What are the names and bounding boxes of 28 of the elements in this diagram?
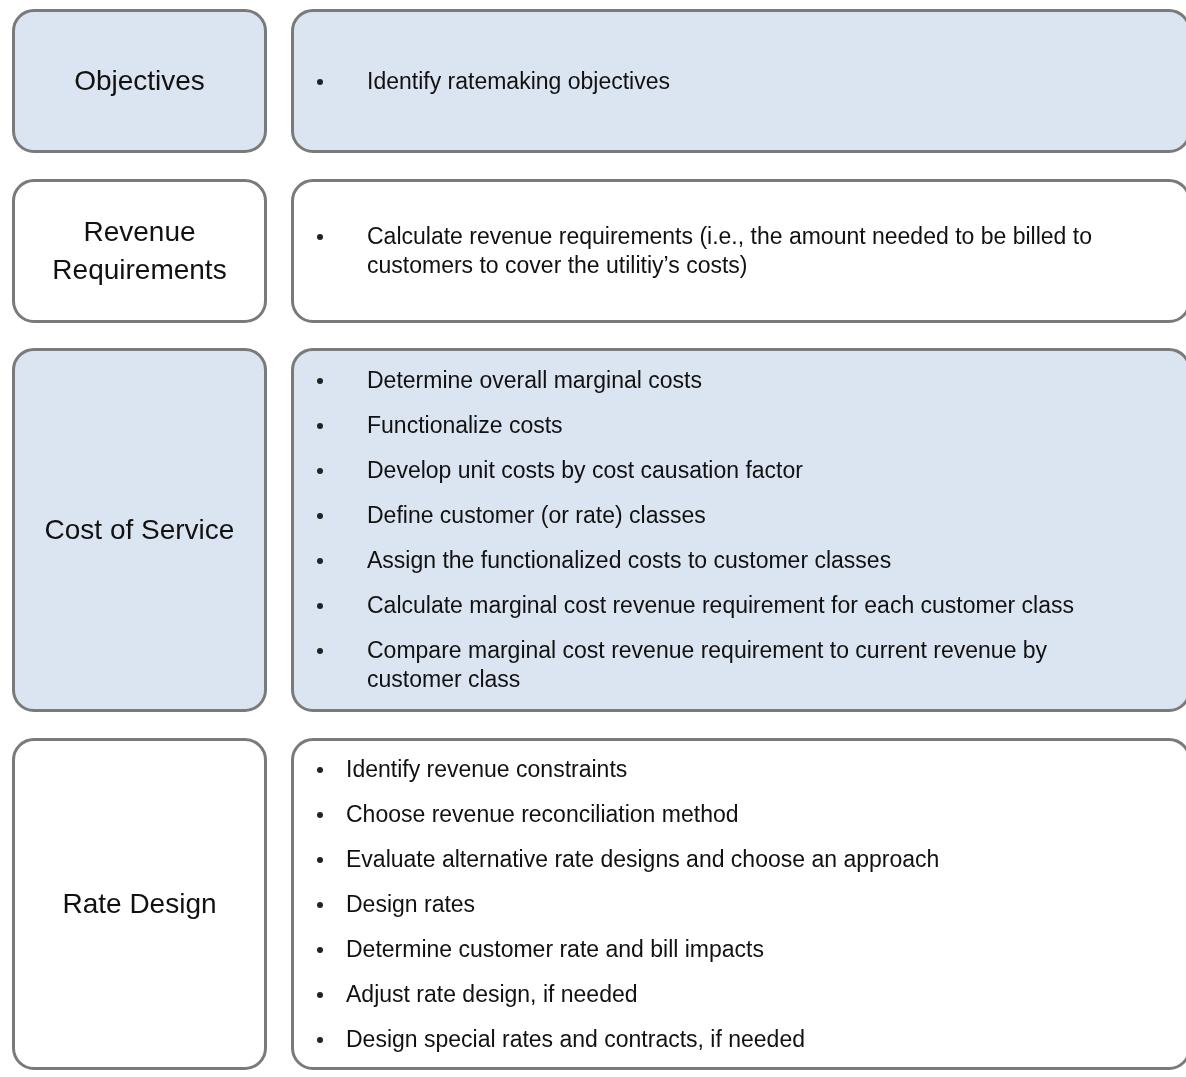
step-title: Revenue Requirements — [51, 215, 228, 287]
bullet-text: Design special rates and contracts, if needed — [346, 1024, 806, 1054]
bullet-text: Determine customer rate and bill impacts — [346, 934, 765, 964]
bullet-text: Define customer (or rate) classes — [367, 501, 707, 530]
step-title: Rate Design — [61, 887, 218, 921]
bullet-text: Adjust rate design, if needed — [346, 979, 639, 1009]
bullet-text: Functionalize costs — [367, 411, 564, 440]
step-box — [12, 9, 267, 153]
step-box — [12, 738, 267, 1070]
detail-panel — [291, 348, 1186, 712]
step-box — [12, 348, 267, 712]
step-box — [12, 179, 267, 323]
bullet-text: Design rates — [346, 889, 477, 919]
bullet-text: Calculate revenue requirements (i.e., the amount needed to be billed to customers to cover the utilitiy’s costs) — [367, 222, 1093, 280]
bullet-text: Develop unit costs by cost causation factor — [367, 456, 804, 485]
step-title: Objectives — [73, 64, 206, 98]
bullet-text: Calculate marginal cost revenue requirement for each customer class — [367, 591, 1075, 620]
bullet-text: Determine overall marginal costs — [367, 366, 703, 395]
step-title: Cost of Service — [43, 513, 236, 547]
bullet-text: Compare marginal cost revenue requirement to current revenue by customer class — [367, 636, 1049, 694]
bullet-text: Choose revenue reconciliation method — [346, 799, 740, 829]
bullet-text: Identify revenue constraints — [346, 754, 629, 784]
detail-panel — [291, 738, 1186, 1070]
bullet-text: Identify ratemaking objectives — [367, 66, 671, 96]
bullet-text: Assign the functionalized costs to customer classes — [367, 546, 893, 575]
detail-panel — [291, 9, 1186, 153]
bullet-text: Evaluate alternative rate designs and choose an approach — [346, 844, 941, 874]
detail-panel — [291, 179, 1186, 323]
